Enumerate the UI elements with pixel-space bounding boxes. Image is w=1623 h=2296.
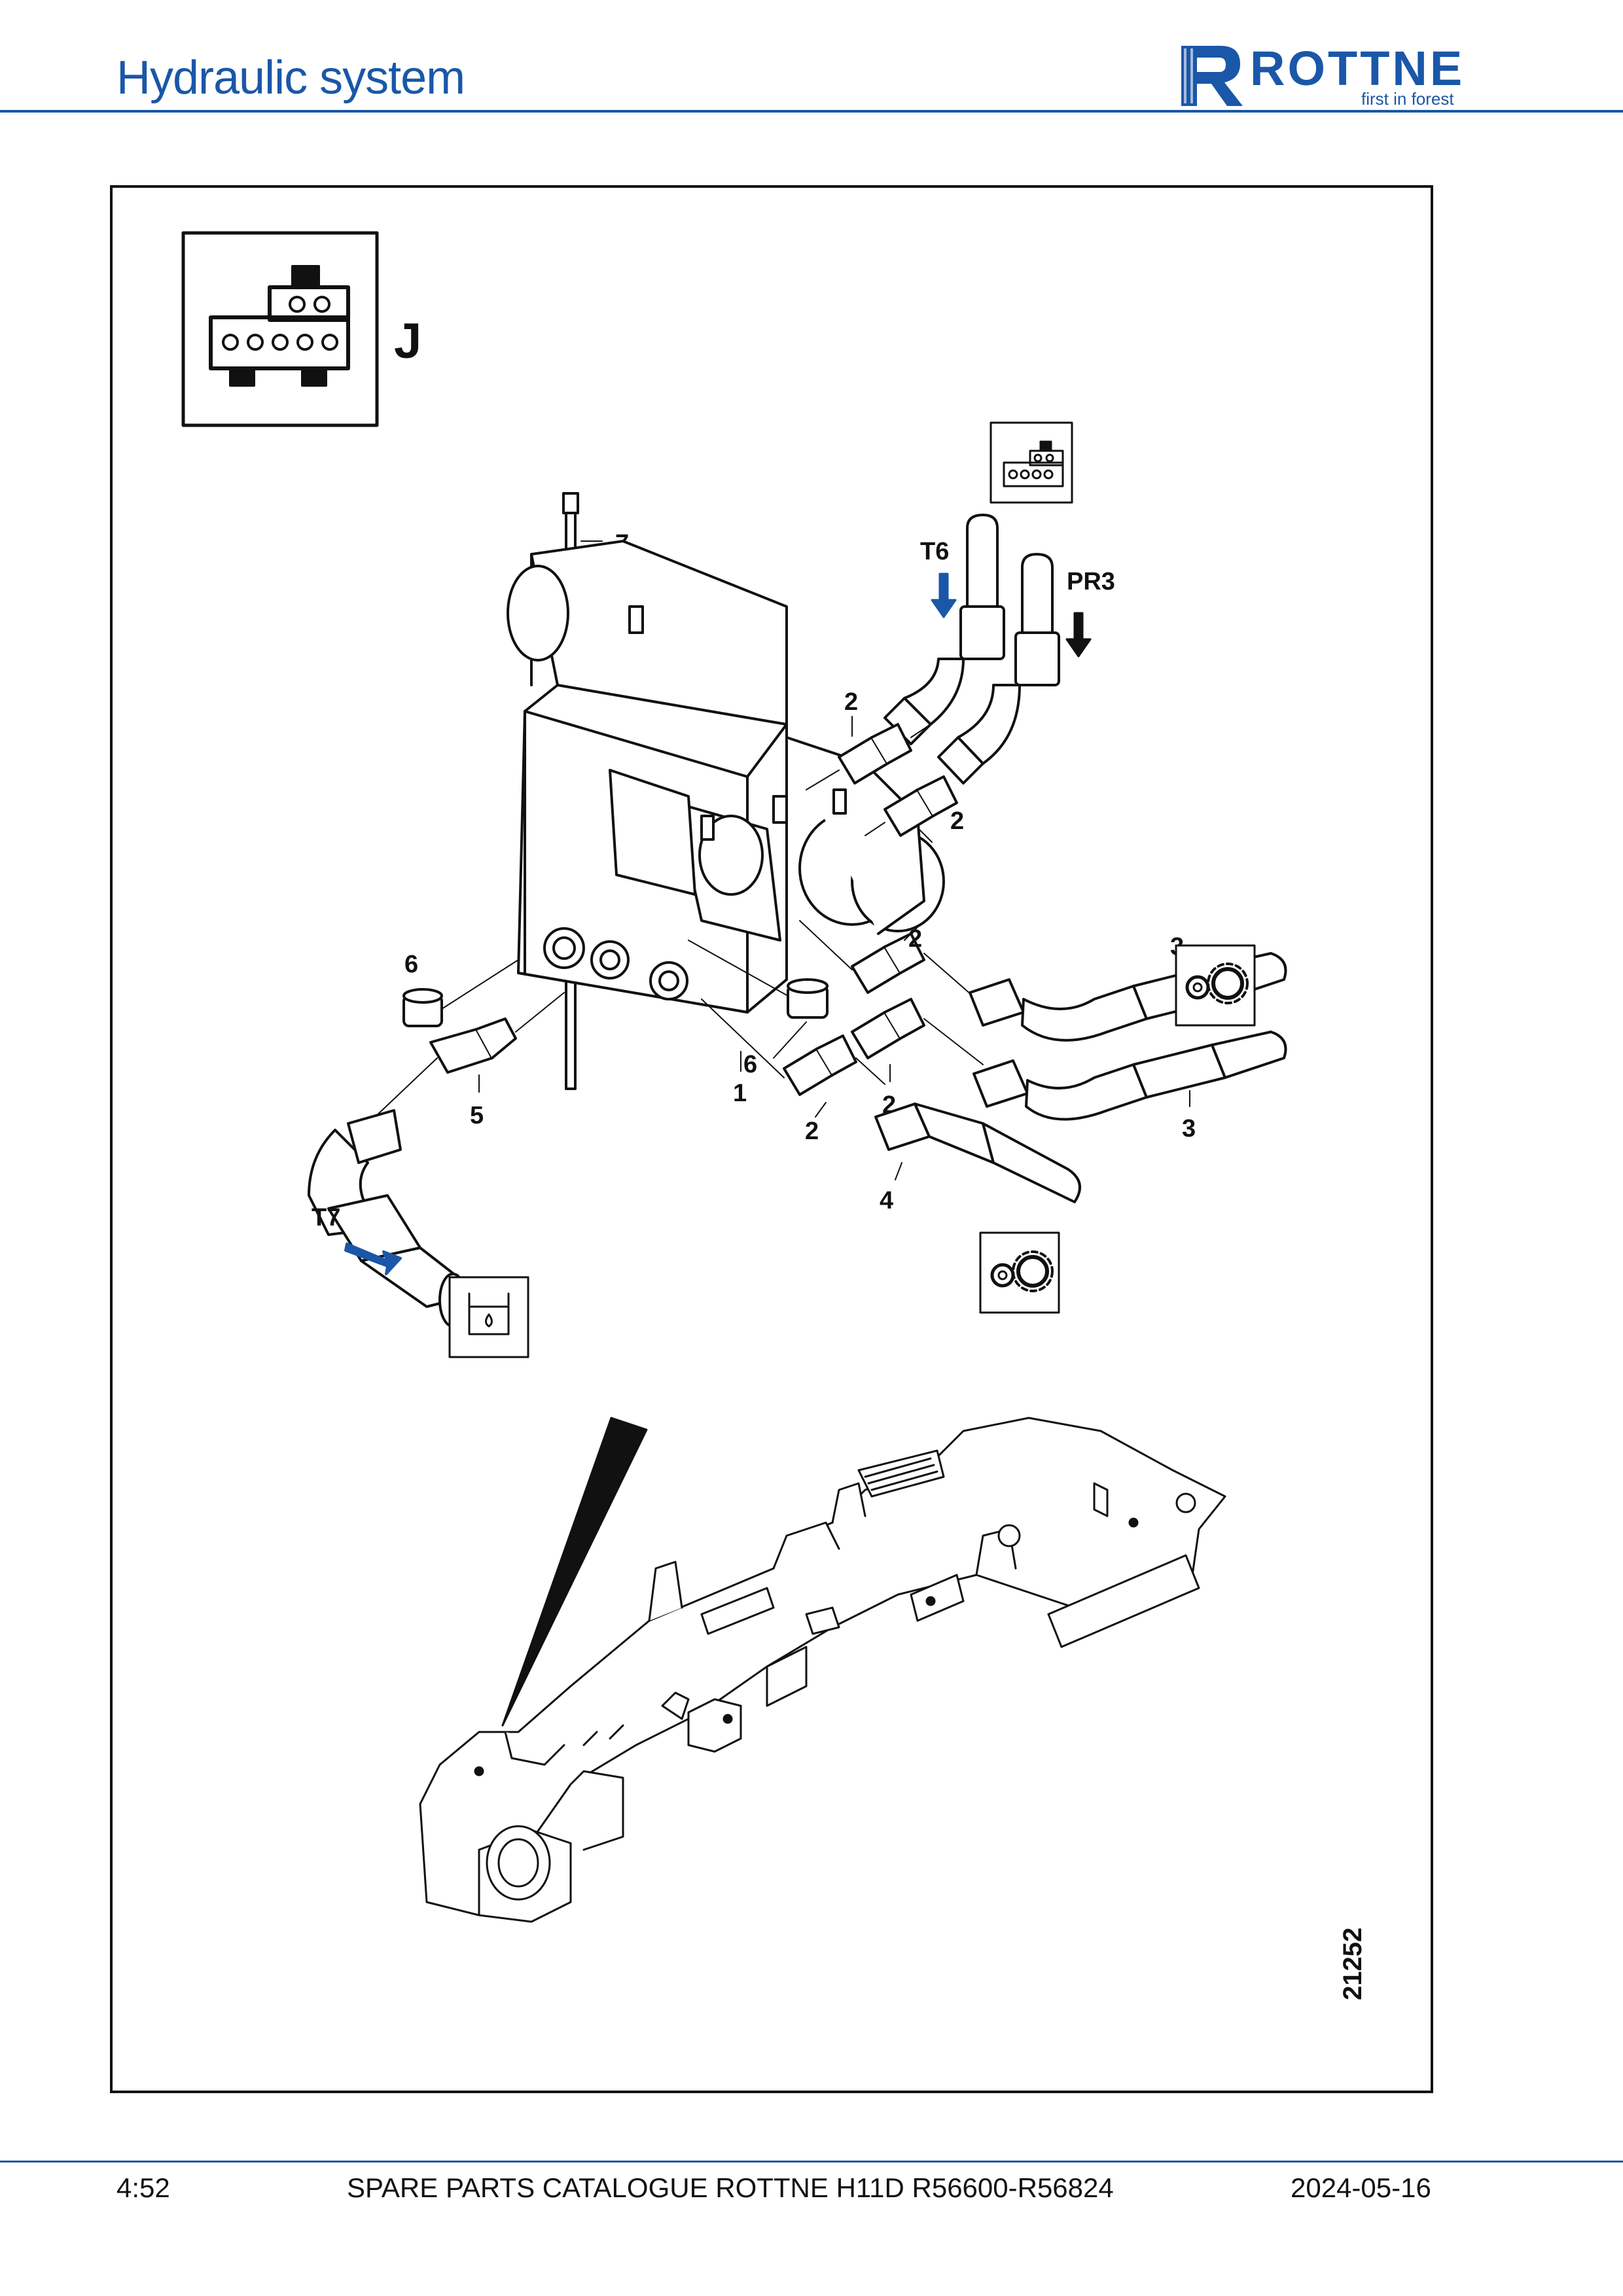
tank-symbol-icon — [448, 1276, 529, 1358]
port-label-t7: T7 — [312, 1204, 340, 1231]
callout-1: 1 — [733, 1080, 747, 1107]
rottne-logo: ROTTNE first in forest — [1181, 41, 1465, 109]
callout-6-left: 6 — [404, 951, 418, 978]
machine-chassis-illustration — [419, 1417, 1226, 1923]
t7-flow-arrow-icon — [344, 1243, 402, 1275]
plug-6-left — [402, 959, 519, 1027]
section-letter: J — [394, 313, 421, 369]
adapter-2-mid — [799, 920, 977, 1000]
hose-pr3 — [937, 553, 1060, 785]
adapter-5 — [361, 992, 565, 1131]
catalogue-title: SPARE PARTS CATALOGUE ROTTNE H11D R56600… — [347, 2172, 1114, 2203]
logo-tagline: first in forest — [1361, 89, 1454, 109]
callout-5: 5 — [470, 1102, 484, 1129]
valve-block-icon — [181, 231, 379, 427]
callout-2-mid: 2 — [908, 925, 922, 953]
hose-4 — [874, 1103, 1081, 1203]
plug-6-right — [688, 940, 829, 1019]
header-rule — [0, 110, 1623, 113]
exploded-view-drawing: J 7 — [181, 231, 1367, 2000]
location-pointer — [501, 1417, 648, 1727]
adapter-2-lower-left — [701, 998, 885, 1096]
drawing-frame: J 7 — [110, 185, 1433, 2093]
port-label-t6: T6 — [920, 538, 949, 565]
adapter-2-lower-right — [851, 998, 984, 1065]
gear-symbol-icon — [1175, 944, 1256, 1027]
adapter-2-upper-b — [865, 775, 958, 837]
footer-rule — [0, 2161, 1623, 2163]
pr3-flow-arrow-icon — [1065, 612, 1092, 658]
page-title: Hydraulic system — [116, 52, 465, 104]
port-label-pr3: PR3 — [1067, 568, 1115, 595]
callout-3-lower: 3 — [1182, 1115, 1196, 1142]
callout-2-lower-left: 2 — [805, 1118, 819, 1145]
gear-symbol-icon-lower — [979, 1231, 1060, 1314]
callout-4: 4 — [880, 1187, 893, 1214]
callout-2-upper-b: 2 — [950, 807, 964, 835]
logo-brand-text: ROTTNE — [1250, 41, 1465, 96]
hose-3-lower — [972, 1031, 1287, 1121]
valve-block-body — [507, 540, 945, 1014]
drawing-number: 21252 — [1338, 1928, 1367, 2000]
callout-2-upper-a: 2 — [844, 688, 858, 716]
adapter-2-upper-a — [806, 723, 931, 790]
rottne-r-emblem-icon — [1181, 46, 1243, 106]
catalogue-date: 2024-05-16 — [1291, 2172, 1431, 2203]
t6-flow-arrow-icon — [931, 573, 957, 618]
callout-6-right: 6 — [743, 1051, 757, 1078]
valve-block-icon-small — [990, 421, 1073, 504]
page-number: 4:52 — [116, 2172, 170, 2203]
